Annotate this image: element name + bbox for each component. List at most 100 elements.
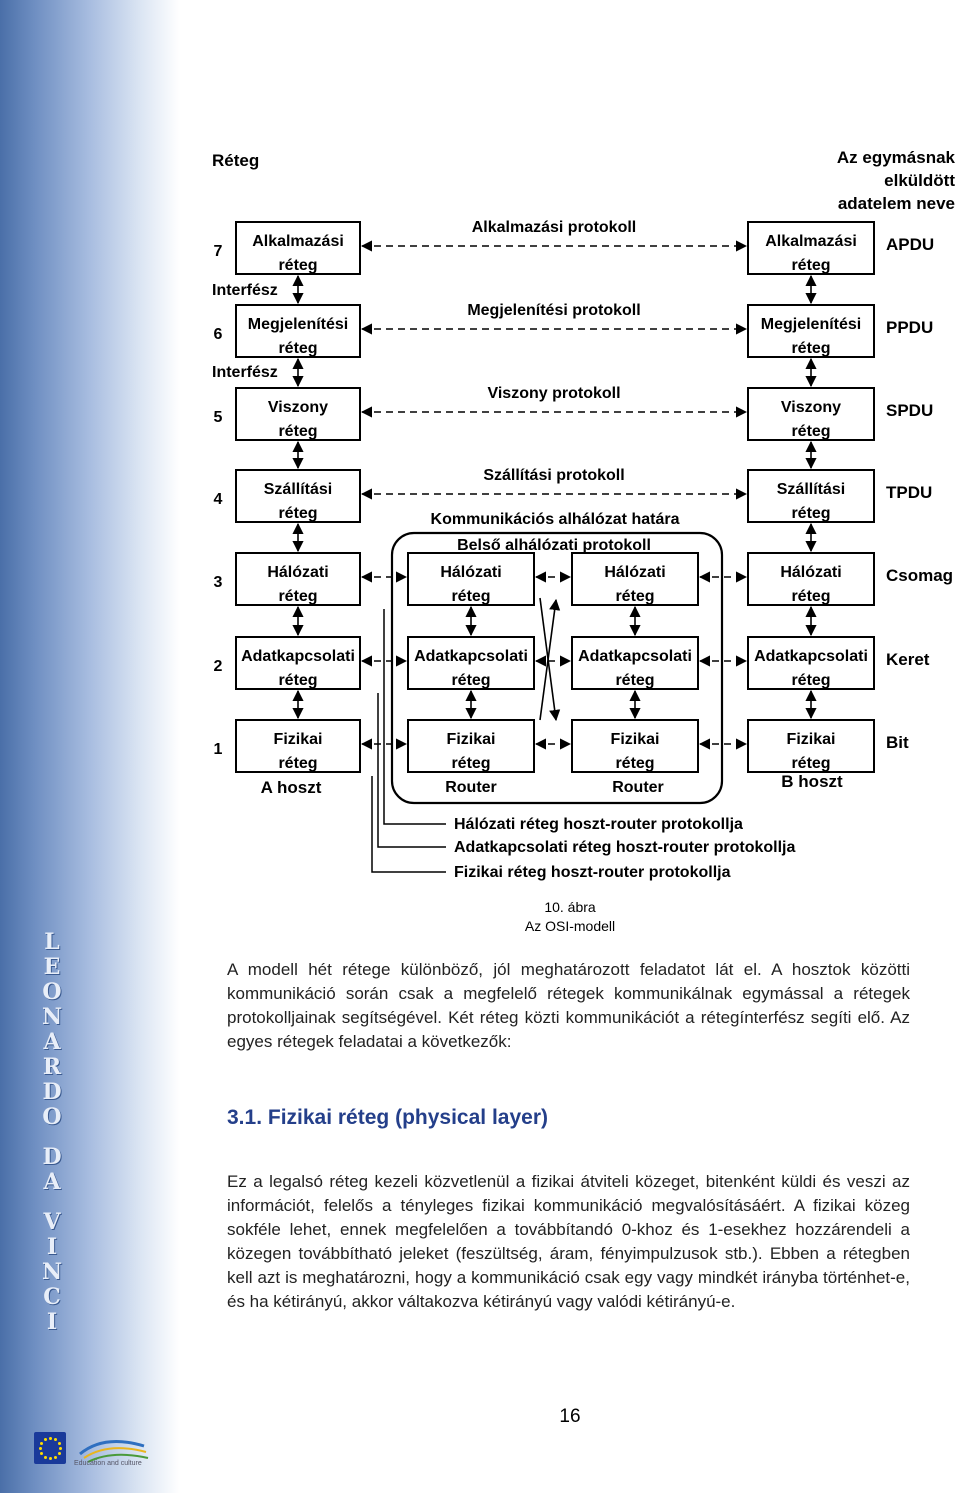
osi-model-diagram: Réteg Az egymásnak elküldött adatelem neve 7… [212, 148, 956, 881]
host-b-layer-box-label: Fizikai [787, 731, 836, 748]
data-unit-label: Bit [886, 733, 909, 752]
host-b-layer-box-label: réteg [791, 588, 830, 605]
host-a-layer-box-label: réteg [278, 257, 317, 274]
eu-star-icon [44, 1455, 47, 1459]
subnet-boundary-frame [390, 531, 724, 805]
sidebar-letter: C [43, 1284, 61, 1310]
host-b-layer-box-label: Alkalmazási [765, 233, 857, 250]
host-b-layer-box-label: réteg [791, 257, 830, 274]
eu-star-icon [49, 1437, 52, 1440]
router1-layer-box [407, 552, 535, 606]
host-b-label: B hoszt [781, 772, 843, 791]
data-unit-label: PPDU [886, 318, 933, 337]
host-b-layer-box-label: Hálózati [780, 564, 841, 581]
host-a-layer-box-label: réteg [278, 588, 317, 605]
figure-title: Az OSI-modell [524, 918, 616, 934]
router2-layer-box-label: Adatkapcsolati [578, 648, 692, 665]
host-a-layer-box [235, 469, 361, 523]
router2-layer-box [571, 636, 699, 690]
host-router-protocol-line [371, 776, 446, 873]
interface-label: Interfész [212, 364, 278, 381]
host-router-protocol-label: Fizikai réteg hoszt-router protokollja [454, 864, 731, 881]
host-a-layer-box [235, 552, 361, 606]
router1-layer-box-label: réteg [451, 672, 490, 689]
layer-number: 2 [214, 658, 223, 675]
column-header-unit-name: elküldött [884, 171, 955, 190]
host-a-layer-box-label: Viszony [268, 399, 328, 416]
protocol-label: Szállítási protokoll [483, 467, 624, 484]
router1-layer-box [407, 636, 535, 690]
protocol-label: Megjelenítési protokoll [467, 302, 640, 319]
data-unit-label: SPDU [886, 401, 933, 420]
host-b-layer-box [747, 636, 875, 690]
sidebar-letter: N [41, 1259, 63, 1285]
column-header-unit-name: adatelem neve [838, 194, 955, 213]
protocol-label: Alkalmazási protokoll [472, 219, 637, 236]
router-label: Router [445, 779, 497, 796]
column-header-layer: Réteg [212, 151, 259, 170]
sidebar-letter: R [42, 1054, 62, 1080]
sidebar-letter: I [46, 1309, 58, 1335]
host-b-layer-box [747, 469, 875, 523]
host-b-layer-box-label: réteg [791, 423, 830, 440]
host-router-protocol-label: Hálózati réteg hoszt-router protokollja [454, 816, 743, 833]
eu-star-icon [49, 1457, 52, 1460]
sidebar-letter: L [44, 929, 60, 955]
host-b-layer-box-label: réteg [791, 340, 830, 357]
eu-star-icon [54, 1455, 57, 1459]
host-b-layer-box [747, 304, 875, 358]
host-b-layer-box [747, 387, 875, 441]
sidebar-banner [0, 0, 180, 1493]
host-a-layer-box-label: Fizikai [274, 731, 323, 748]
interface-label: Interfész [212, 282, 278, 299]
sidebar-letter: O [42, 979, 62, 1005]
sidebar-letter: E [43, 954, 61, 980]
host-b-layer-box-label: Megjelenítési [761, 316, 861, 333]
host-a-layer-box [235, 304, 361, 358]
host-a-layer-box-label: Alkalmazási [252, 233, 344, 250]
figure-number: 10. ábra [544, 899, 596, 915]
host-a-layer-box-label: réteg [278, 423, 317, 440]
eu-star-icon [39, 1447, 42, 1450]
sidebar-letter [32, 1130, 72, 1145]
layer-number: 6 [214, 326, 223, 343]
host-b-layer-box [747, 552, 875, 606]
host-a-layer-box-label: Szállítási [264, 481, 332, 498]
sidebar-letter: I [46, 1234, 58, 1260]
eu-star-icon [40, 1442, 44, 1445]
router1-layer-box-label: Fizikai [447, 731, 496, 748]
layer-number: 3 [214, 574, 223, 591]
sidebar-letter [32, 1195, 72, 1210]
column-header-unit-name: Az egymásnak [837, 148, 956, 167]
sidebar-letter: D [42, 1144, 62, 1170]
host-a-layer-box-label: Megjelenítési [248, 316, 348, 333]
sidebar-letter: D [42, 1079, 62, 1105]
eu-star-icon [57, 1442, 61, 1445]
host-b-layer-box-label: réteg [791, 672, 830, 689]
router2-layer-box [571, 719, 699, 773]
host-router-protocol-line [383, 609, 446, 825]
intro-paragraph: A modell hét rétege különböző, jól megha… [227, 960, 910, 1051]
router1-layer-box-label: Hálózati [440, 564, 501, 581]
data-unit-label: Csomag [886, 566, 953, 585]
education-culture-logo-icon [79, 1440, 149, 1463]
host-a-layer-box-label: réteg [278, 340, 317, 357]
page-number: 16 [559, 1406, 581, 1427]
subnet-boundary-label: Kommunikációs alhálózat határa [431, 511, 680, 528]
router2-layer-box-label: réteg [615, 588, 654, 605]
section-heading: 3.1. Fizikai réteg (physical layer) [227, 1106, 548, 1129]
internal-arrow [539, 598, 561, 721]
host-router-protocol-line [377, 693, 446, 848]
figure-caption: 10. ábra Az OSI-modell [470, 898, 670, 936]
data-unit-label: TPDU [886, 483, 932, 502]
host-a-layer-box [235, 387, 361, 441]
eu-flag-icon [34, 1432, 66, 1464]
eu-star-icon [40, 1452, 44, 1455]
layer-number: 4 [214, 491, 223, 508]
layer-number: 7 [214, 243, 223, 260]
data-unit-label: APDU [886, 235, 934, 254]
sidebar-letter: N [41, 1004, 63, 1030]
router1-layer-box [407, 719, 535, 773]
host-b-layer-box-label: Szállítási [777, 481, 845, 498]
